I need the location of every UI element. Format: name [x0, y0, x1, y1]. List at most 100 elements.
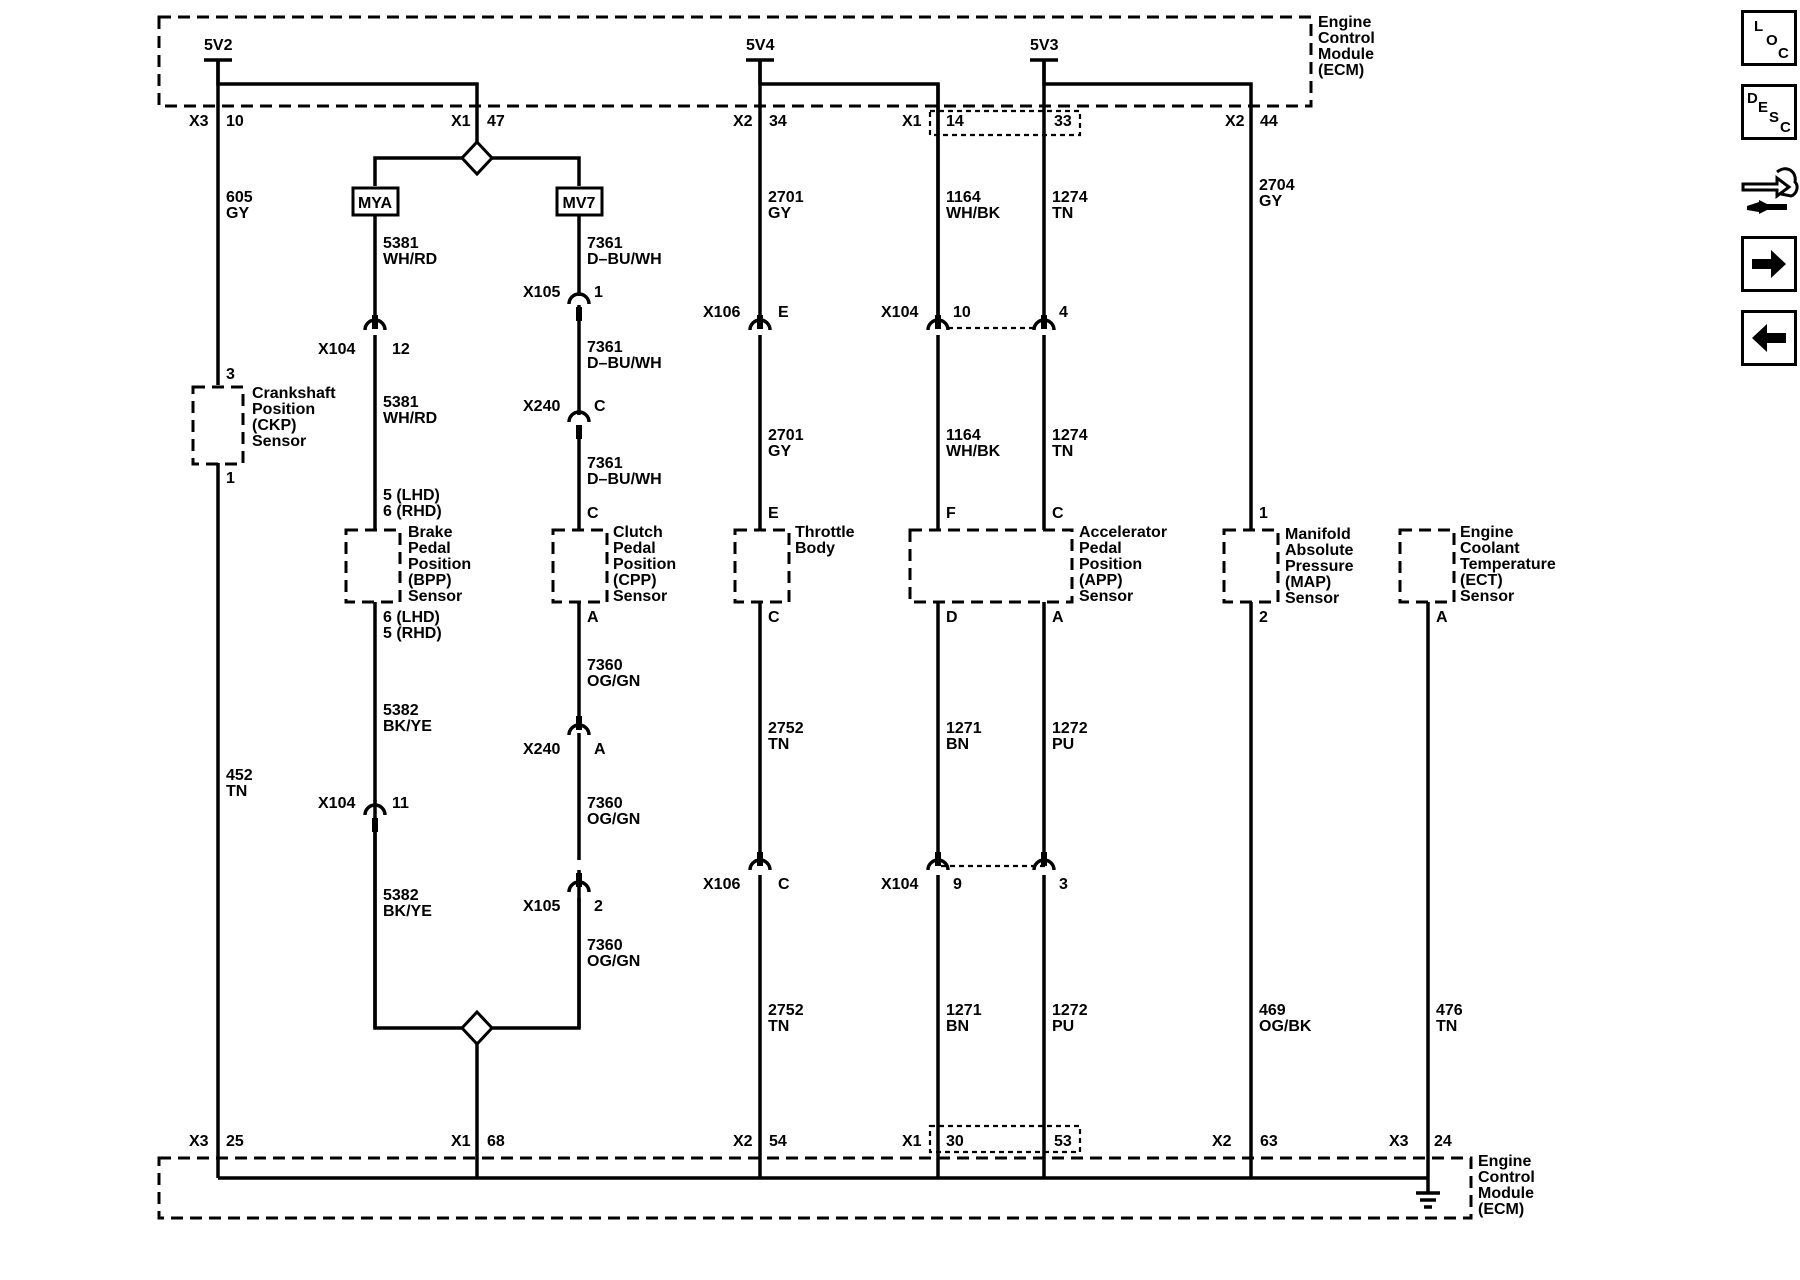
desc-letter-d: D [1747, 90, 1758, 107]
conn-x104-9-id: X104 [881, 876, 918, 893]
bottom-x1b-pin2: 53 [1054, 1133, 1072, 1150]
top-x1b-pin2: 33 [1054, 113, 1072, 130]
connector-end-view-button[interactable] [1741, 158, 1800, 220]
connector-end-view-icon [1741, 167, 1799, 214]
top-x1b: X1 [902, 113, 922, 130]
desc-letter-e: E [1758, 99, 1769, 116]
loc-letter-c: C [1778, 45, 1789, 62]
ect-pin-bottom: A [1436, 609, 1448, 626]
app-pin-bottom-d: D [946, 609, 958, 626]
conn-x105-1-id: X105 [523, 284, 560, 301]
connector-x105-1 [567, 292, 591, 321]
splice-diamond-top [459, 139, 495, 177]
arrow-right-icon [1752, 250, 1786, 278]
connector-x105-2 [567, 873, 591, 893]
throttle-pin-bottom: C [768, 609, 780, 626]
bottom-x3b: X3 [1389, 1133, 1409, 1150]
splice-mya-label: MYA [358, 195, 393, 212]
ecm-top-label: Engine Control Module (ECM) [1318, 14, 1379, 79]
map-sensor [1222, 528, 1280, 604]
top-x1: X1 [451, 113, 471, 130]
splice-diamond-bottom [459, 1009, 495, 1047]
conn-x105-2-id: X105 [523, 898, 560, 915]
conn-x104-3-pin: 3 [1059, 876, 1068, 893]
bottom-x2-pin: 54 [769, 1133, 787, 1150]
conn-x105-1-pin: 1 [594, 284, 603, 301]
conn-x104-9-pin: 9 [953, 876, 962, 893]
loc-letter-o: O [1766, 32, 1778, 49]
bottom-x2: X2 [733, 1133, 753, 1150]
ckp-sensor [191, 385, 245, 466]
ect-sensor [1398, 528, 1456, 604]
top-x2b-pin: 44 [1260, 113, 1278, 130]
bottom-x3-pin: 25 [226, 1133, 244, 1150]
conn-x106-c-pin: C [778, 876, 790, 893]
ground-icon [1416, 1191, 1440, 1209]
bottom-x3: X3 [189, 1133, 209, 1150]
desc-letter-c: C [1780, 119, 1791, 136]
top-x2b: X2 [1225, 113, 1245, 130]
map-pin-bottom: 2 [1259, 609, 1268, 626]
app-pin-top-c: C [1052, 505, 1064, 522]
cpp-pin-bottom: A [587, 609, 599, 626]
bottom-x2b-pin: 63 [1260, 1133, 1278, 1150]
desc-letter-s: S [1769, 109, 1780, 126]
cpp-label: Clutch Pedal Position (CPP) Sensor [613, 524, 681, 605]
app-pin-top-f: F [946, 505, 956, 522]
bpp-sensor [344, 528, 402, 604]
bottom-x1: X1 [451, 1133, 471, 1150]
bottom-x2b: X2 [1212, 1133, 1232, 1150]
ref-5v2-label: 5V2 [204, 37, 233, 54]
bottom-x1-pin-group [928, 1124, 1082, 1154]
connector-x104-10-4 [926, 315, 1056, 331]
bpp-pin-top: 5 (LHD)6 (RHD) [383, 487, 442, 520]
top-x2a: X2 [733, 113, 753, 130]
previous-page-button[interactable] [1741, 310, 1797, 366]
bottom-x1b: X1 [902, 1133, 922, 1150]
wiring-schematic: Engine Control Module (ECM) Engine Contr… [157, 14, 1560, 1220]
app-sensor [908, 528, 1074, 604]
bpp-label: Brake Pedal Position (BPP) Sensor [408, 524, 476, 605]
splice-top-left [373, 156, 462, 186]
throttle-label: Throttle Body [795, 524, 859, 557]
ref-5v4-label: 5V4 [746, 37, 775, 54]
conn-x240-c-id: X240 [523, 398, 560, 415]
ref-5v3-label: 5V3 [1030, 37, 1059, 54]
ecm-bottom-housing [157, 1156, 1473, 1220]
arrow-left-icon [1752, 324, 1786, 352]
connector-x104-12 [363, 315, 387, 331]
ckp-pin-bottom: 1 [226, 470, 235, 487]
bottom-x1b-pin: 30 [946, 1133, 964, 1150]
conn-x104-12-id: X104 [318, 341, 355, 358]
desc-button[interactable]: D E S C [1741, 84, 1797, 140]
conn-x104-10-id: X104 [881, 304, 918, 321]
top-x2a-pin: 34 [769, 113, 787, 130]
connector-x104-11 [363, 803, 387, 832]
conn-x104-11-id: X104 [318, 795, 355, 812]
next-page-button[interactable] [1741, 236, 1797, 292]
cpp-sensor [551, 528, 609, 604]
loc-button[interactable]: L O C [1741, 10, 1797, 66]
ect-label: Engine Coolant Temperature (ECT) Sensor [1460, 524, 1560, 605]
ckp-label: Crankshaft Position (CKP) Sensor [252, 385, 340, 450]
ref-5v3-bus [1042, 60, 1253, 530]
ecm-top-housing [157, 15, 1313, 108]
connector-x106-c [748, 852, 772, 871]
splice-top-right [492, 156, 581, 186]
top-x1-pin-group [928, 109, 1082, 137]
conn-x104-4-pin: 4 [1059, 304, 1068, 321]
bottom-x1-pin: 68 [487, 1133, 505, 1150]
